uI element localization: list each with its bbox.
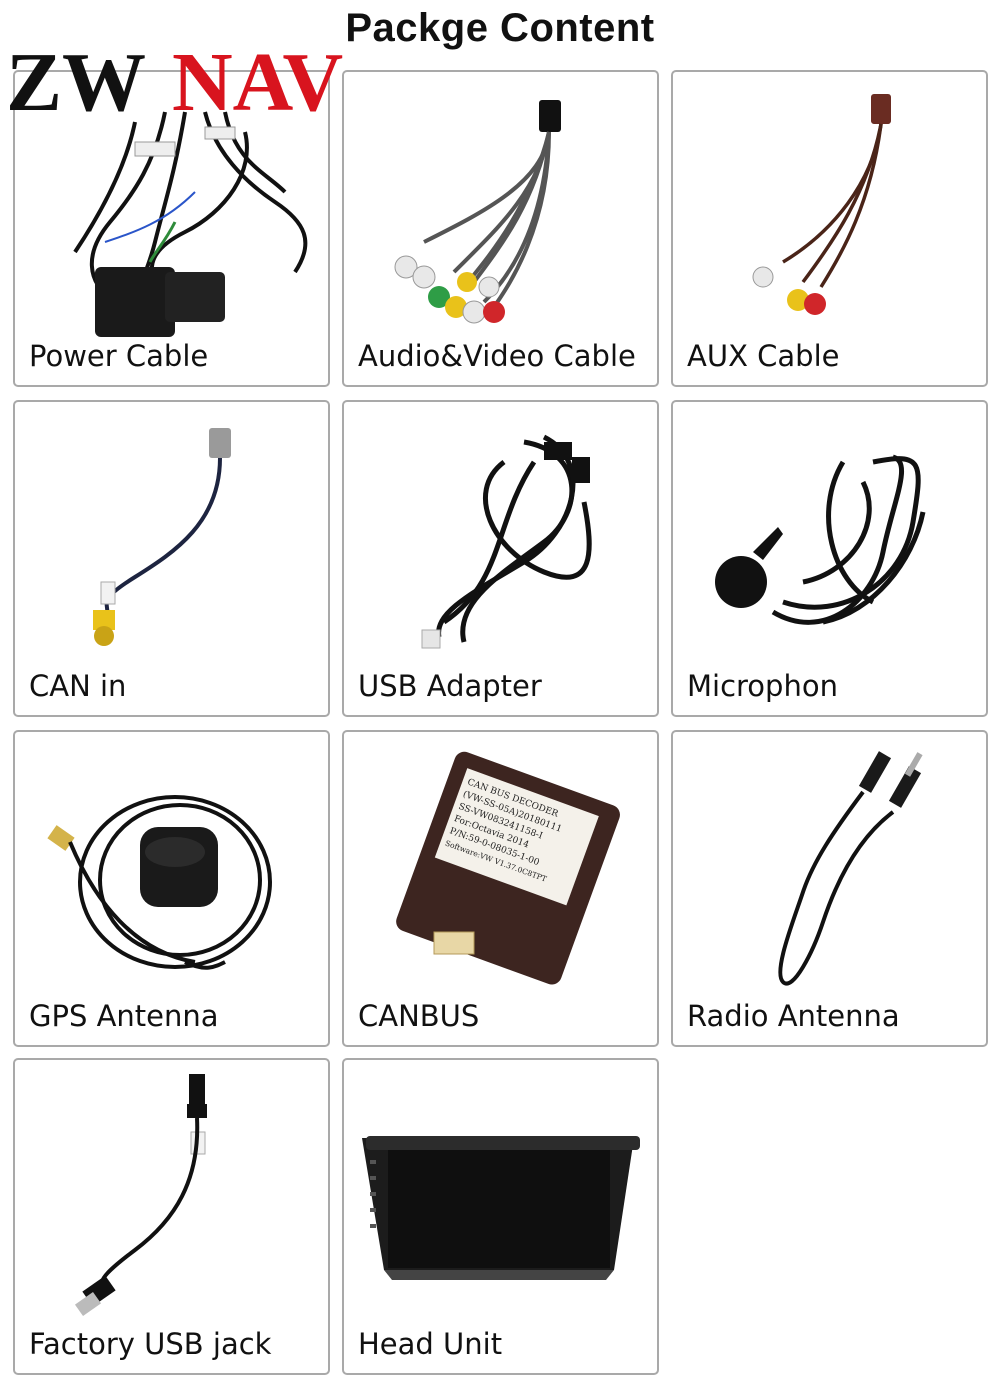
page-title: Packge Content (345, 6, 655, 50)
usb-adapter-image (421, 434, 592, 649)
item-usb-adapter: USB Adapter (342, 400, 659, 717)
item-label: Radio Antenna (687, 999, 900, 1033)
gps-antenna-image (47, 795, 272, 970)
aux-cable-image (752, 94, 891, 315)
brand-logo: ZW NAV (6, 40, 343, 120)
item-label: USB Adapter (358, 669, 542, 703)
microphone-image (715, 454, 926, 625)
canbus-decoder-image: CAN BUS DECODER (VW-SS-05A)20180111 SS-V… (396, 751, 620, 985)
item-label: AUX Cable (687, 339, 840, 373)
item-label: Power Cable (29, 339, 209, 373)
item-gps-antenna: GPS Antenna (13, 730, 330, 1047)
item-head-unit: Head Unit (342, 1058, 659, 1375)
item-can-in: CAN in (13, 400, 330, 717)
item-audio-video-cable: Audio&Video Cable (342, 70, 659, 387)
item-aux-cable: AUX Cable (671, 70, 988, 387)
power-cable-image (73, 111, 308, 337)
radio-antenna-image (778, 751, 923, 986)
can-in-image (93, 428, 231, 646)
item-label: CAN in (29, 669, 127, 703)
item-label: Head Unit (358, 1327, 503, 1361)
item-canbus: CAN BUS DECODER (VW-SS-05A)20180111 SS-V… (342, 730, 659, 1047)
item-label: Factory USB jack (29, 1327, 272, 1361)
item-label: Microphon (687, 669, 838, 703)
item-microphon: Microphon (671, 400, 988, 717)
factory-usb-jack-image (74, 1074, 207, 1317)
item-label: GPS Antenna (29, 999, 219, 1033)
item-power-cable: Power Cable (13, 70, 330, 387)
head-unit-image (362, 1136, 640, 1280)
audio-video-cable-image (394, 100, 561, 324)
item-label: CANBUS (358, 999, 480, 1033)
logo-text-nav: NAV (172, 40, 343, 120)
item-factory-usb-jack: Factory USB jack (13, 1058, 330, 1375)
item-label: Audio&Video Cable (358, 339, 636, 373)
logo-text-zw: ZW (6, 40, 146, 120)
item-radio-antenna: Radio Antenna (671, 730, 988, 1047)
